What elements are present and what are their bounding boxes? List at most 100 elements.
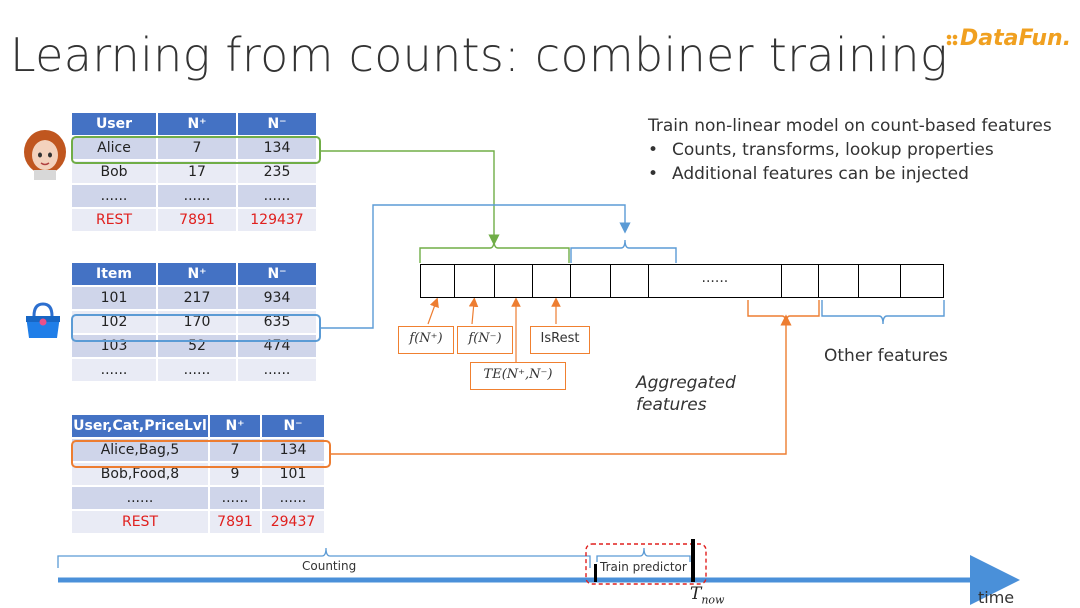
t-now-marker — [691, 539, 695, 582]
table-cell: ...... — [262, 487, 324, 509]
item-count-table: Item N⁺ N⁻ 101 217 934 102 170 635 103 5… — [70, 261, 318, 383]
t-now-label: Tnow — [690, 584, 725, 607]
table-cell: 235 — [238, 161, 316, 183]
table-cell: REST — [72, 209, 156, 231]
table-cell: ...... — [72, 185, 156, 207]
f-neg-arrow — [468, 297, 479, 325]
col-header: N⁻ — [238, 113, 316, 135]
table-cell: 934 — [238, 287, 316, 309]
table-cell: Bob,Food,8 — [72, 463, 208, 485]
f-pos-arrow — [427, 297, 439, 325]
counting-bracket — [57, 547, 591, 568]
description-heading: Train non-linear model on count-based fe… — [648, 116, 1052, 136]
table-cell: 17 — [158, 161, 236, 183]
table-cell: ...... — [158, 185, 236, 207]
table-cell: ...... — [72, 487, 208, 509]
feature-cell — [859, 265, 902, 297]
user-count-table: User N⁺ N⁻ Alice 7 134 Bob 17 235 ......… — [70, 111, 318, 233]
table-cell: 29437 — [262, 511, 324, 533]
table-row: REST 7891 129437 — [72, 209, 316, 231]
feature-cell — [455, 265, 495, 297]
table-cell: 7891 — [210, 511, 260, 533]
table-row: REST 7891 29437 — [72, 511, 324, 533]
other-features-bracket — [821, 300, 945, 325]
page-title: Learning from counts: combiner training — [10, 28, 948, 82]
user-cat-price-count-table: User,Cat,PriceLvl N⁺ N⁻ Alice,Bag,5 7 13… — [70, 413, 326, 535]
table-cell: 217 — [158, 287, 236, 309]
f-pos-label: f(N⁺) — [398, 326, 454, 354]
train-start-marker — [594, 564, 597, 582]
table-row: ...... ...... ...... — [72, 359, 316, 381]
item-102-row-highlight — [71, 314, 321, 342]
table-row: ...... ...... ...... — [72, 487, 324, 509]
table-cell: ...... — [158, 359, 236, 381]
table-cell: Alice,Bag,5 — [72, 439, 208, 461]
col-header: User,Cat,PriceLvl — [72, 415, 208, 437]
blue-bracket — [570, 239, 677, 263]
table-row: 101 217 934 — [72, 287, 316, 309]
table-cell: 7 — [210, 439, 260, 461]
logo-text: DataFun. — [960, 26, 1072, 51]
col-header: N⁻ — [238, 263, 316, 285]
train-predictor-label: Train predictor — [600, 560, 687, 574]
table-cell: Alice — [72, 137, 156, 159]
table-cell: ...... — [72, 359, 156, 381]
user-avatar-icon — [24, 130, 66, 180]
col-header: N⁺ — [210, 415, 260, 437]
table-header-row: Item N⁺ N⁻ — [72, 263, 316, 285]
logo-dots-icon — [946, 34, 958, 46]
table-cell: ...... — [210, 487, 260, 509]
table-cell: ...... — [238, 185, 316, 207]
table-cell: 9 — [210, 463, 260, 485]
feature-cell — [495, 265, 533, 297]
table-row: Alice,Bag,5 7 134 — [72, 439, 324, 461]
aggregated-features-label: Aggregated features — [636, 373, 736, 415]
alice-bag-row-highlight — [71, 440, 331, 468]
green-bracket — [419, 239, 570, 263]
col-header: N⁻ — [262, 415, 324, 437]
table-cell: 7 — [158, 137, 236, 159]
counting-label: Counting — [302, 559, 357, 573]
feature-cell — [421, 265, 455, 297]
feature-cell — [571, 265, 612, 297]
table-cell: Bob — [72, 161, 156, 183]
table-cell: 129437 — [238, 209, 316, 231]
train-bracket — [596, 547, 691, 562]
orange-connector — [331, 314, 792, 455]
col-header: Item — [72, 263, 156, 285]
table-row: Alice 7 134 — [72, 137, 316, 159]
feature-cell — [611, 265, 650, 297]
table-cell: 635 — [238, 311, 316, 333]
orange-bracket — [747, 300, 820, 325]
isrest-label: IsRest — [530, 326, 590, 354]
description-bullet: •Counts, transforms, lookup properties — [648, 140, 994, 160]
col-header: User — [72, 113, 156, 135]
table-row: Bob 17 235 — [72, 161, 316, 183]
f-neg-label: f(N⁻) — [457, 326, 513, 354]
datafun-logo: DataFun. — [946, 26, 1071, 51]
description-bullet: •Additional features can be injected — [648, 164, 969, 184]
col-header: N⁺ — [158, 263, 236, 285]
table-row: ...... ...... ...... — [72, 185, 316, 207]
feature-cell — [901, 265, 943, 297]
table-row: Bob,Food,8 9 101 — [72, 463, 324, 485]
table-cell: 170 — [158, 311, 236, 333]
table-cell: 134 — [262, 439, 324, 461]
feature-cell — [782, 265, 820, 297]
table-header-row: User N⁺ N⁻ — [72, 113, 316, 135]
feature-vector: ...... — [420, 264, 944, 298]
table-row: 102 170 635 — [72, 311, 316, 333]
alice-row-highlight — [71, 136, 321, 164]
table-cell: 101 — [72, 287, 156, 309]
table-cell: ...... — [238, 359, 316, 381]
table-header-row: User,Cat,PriceLvl N⁺ N⁻ — [72, 415, 324, 437]
feature-ellipsis: ...... — [649, 265, 782, 297]
feature-cell — [819, 265, 860, 297]
table-cell: 134 — [238, 137, 316, 159]
green-connector — [321, 150, 500, 246]
col-header: N⁺ — [158, 113, 236, 135]
table-cell: 102 — [72, 311, 156, 333]
target-encoding-label: TE(N⁺,N⁻) — [470, 362, 566, 390]
handbag-icon — [26, 302, 60, 338]
